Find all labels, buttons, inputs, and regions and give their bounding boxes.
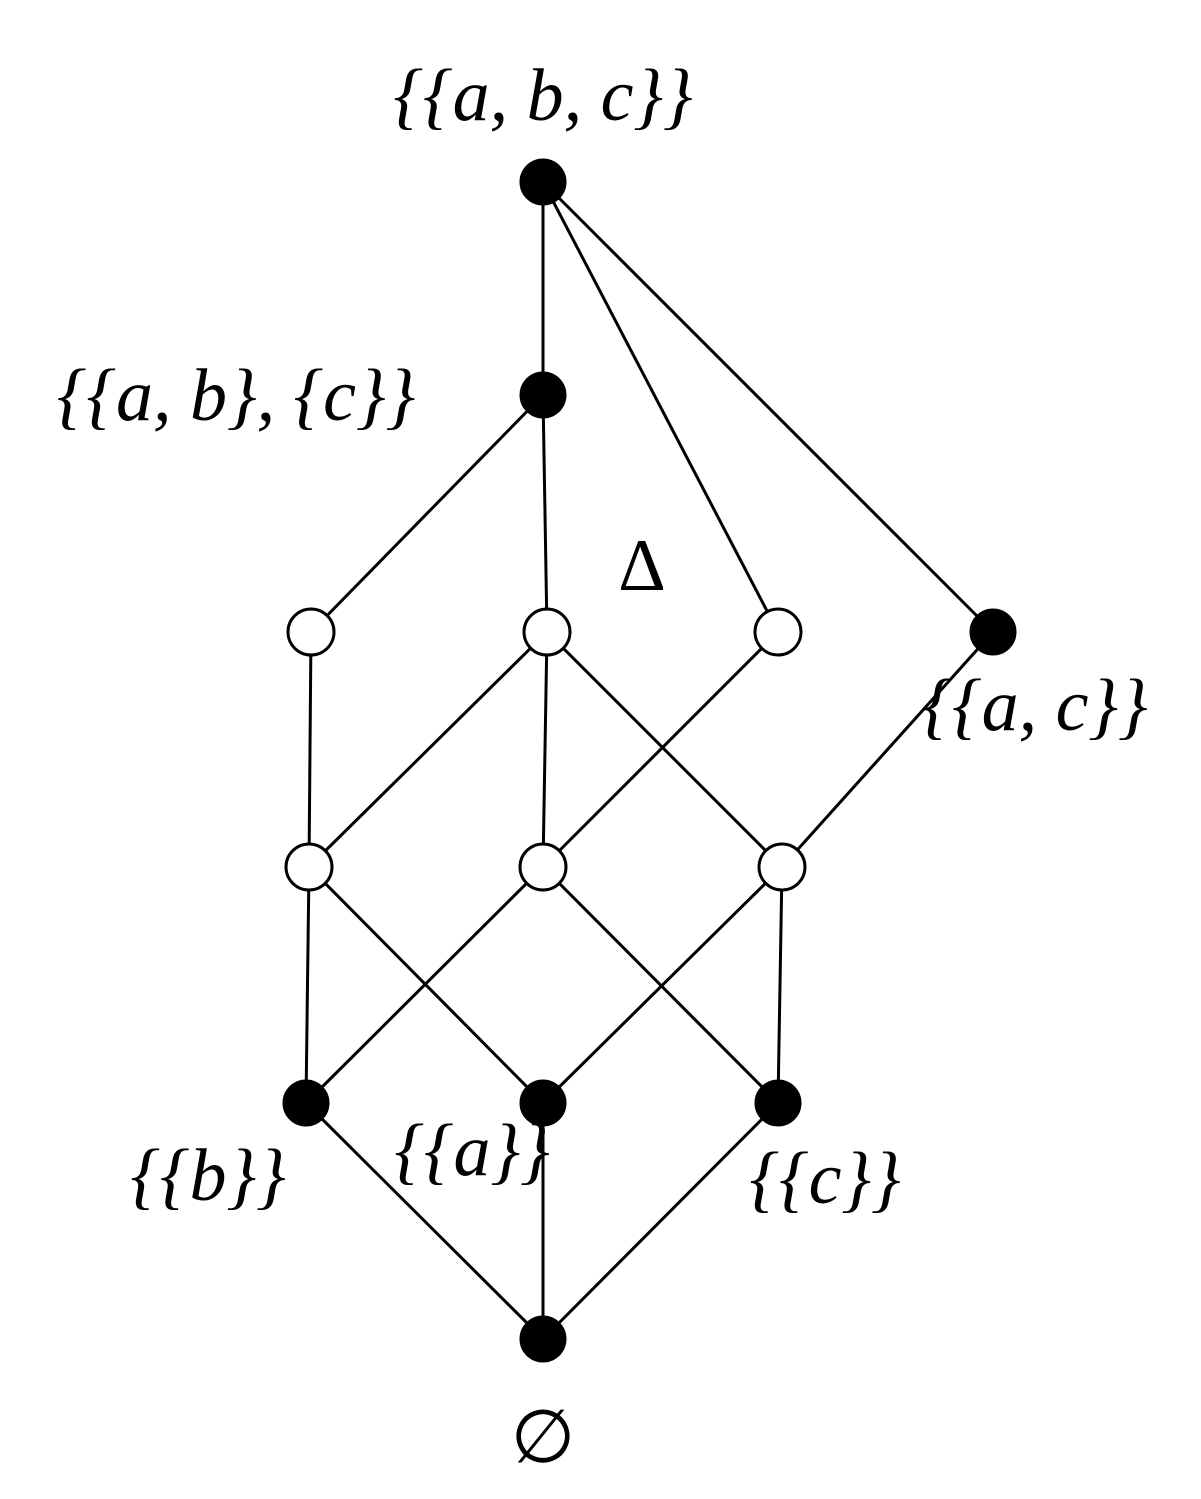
label-a: {{a}}	[394, 1110, 549, 1192]
node-ac	[969, 608, 1017, 656]
node-r3c2	[518, 842, 568, 892]
node-top	[519, 158, 567, 206]
label-b: {{b}}	[130, 1135, 285, 1217]
node-b	[282, 1079, 330, 1127]
label-top: {{a, b, c}}	[393, 55, 692, 137]
edge-r3c3-a	[541, 865, 784, 1105]
node-r2c2	[522, 607, 572, 657]
node-ab_c	[519, 371, 567, 419]
edge-ac-r3c3	[780, 630, 995, 869]
edge-ab_c-r2c1	[309, 393, 545, 634]
edge-top-ac	[541, 180, 995, 634]
label-empty: ∅	[511, 1397, 575, 1479]
label-ac: {{a, c}}	[922, 665, 1147, 747]
node-a	[519, 1079, 567, 1127]
node-c	[754, 1079, 802, 1127]
edge-ab_c-r2c2	[541, 394, 549, 633]
edge-top-r2c3	[541, 181, 780, 633]
edge-r2c3-r3c2	[541, 630, 780, 869]
node-empty	[519, 1315, 567, 1363]
edge-b-empty	[304, 1101, 545, 1341]
label-c: {{c}}	[749, 1138, 900, 1220]
edge-r3c1-b	[304, 866, 311, 1104]
node-r3c3	[757, 842, 807, 892]
label-delta: Δ	[618, 525, 666, 607]
edge-r3c2-b	[304, 865, 545, 1105]
edge-r2c2-r3c2	[541, 631, 549, 868]
edge-r2c1-r3c1	[307, 631, 313, 868]
labels: {{a, b, c}} {{a, b}, {c}} Δ {{a, c}} {{b…	[57, 55, 1148, 1479]
edge-c-empty	[541, 1101, 780, 1341]
node-r2c1	[286, 607, 336, 657]
edge-r2c2-r3c1	[307, 630, 549, 869]
nodes	[282, 158, 1017, 1363]
edge-r3c3-c	[776, 866, 784, 1104]
node-r2c3	[753, 607, 803, 657]
edges	[304, 180, 995, 1341]
edge-r2c2-r3c3	[545, 630, 784, 869]
label-ab-c: {{a, b}, {c}}	[57, 355, 415, 437]
node-r3c1	[284, 842, 334, 892]
